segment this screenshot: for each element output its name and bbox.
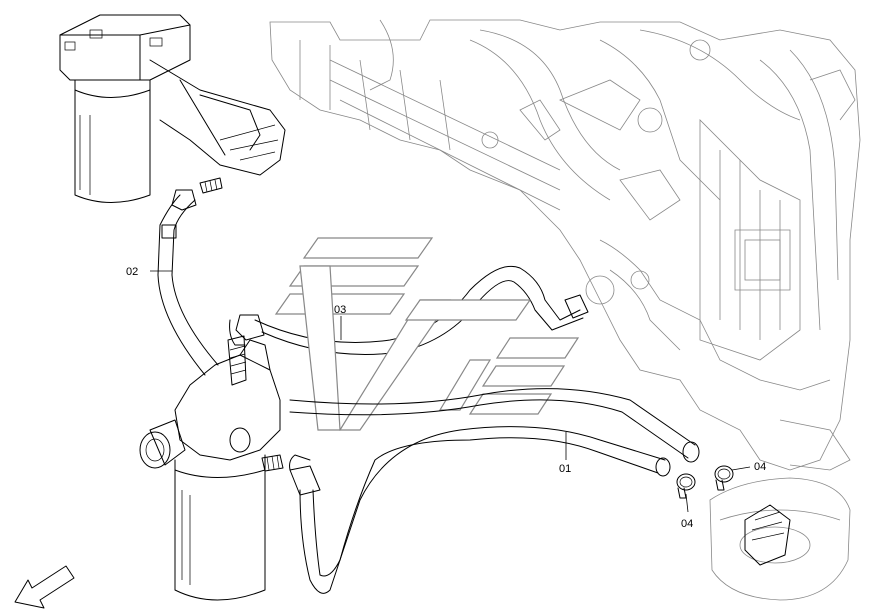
logo-watermark-icon <box>274 237 580 431</box>
callout-02: 02 <box>126 266 138 278</box>
arrow-down-left-icon <box>14 565 75 609</box>
hose-02 <box>157 189 219 376</box>
hose-long-upper <box>289 388 700 463</box>
tank-pump-assembly <box>709 477 851 601</box>
engine-block <box>269 19 861 471</box>
callout-03: 03 <box>334 304 346 316</box>
fitting-top <box>199 177 223 194</box>
top-filter-assembly <box>59 14 286 203</box>
callout-04-right: 04 <box>754 461 766 473</box>
callout-01: 01 <box>559 463 571 475</box>
leader-lines <box>150 270 751 513</box>
callout-04-left: 04 <box>681 518 693 530</box>
bottom-filter-assembly <box>139 335 284 601</box>
clamp-04-left <box>676 473 696 499</box>
clamp-04-right <box>714 465 734 491</box>
hose-01 <box>289 426 671 594</box>
